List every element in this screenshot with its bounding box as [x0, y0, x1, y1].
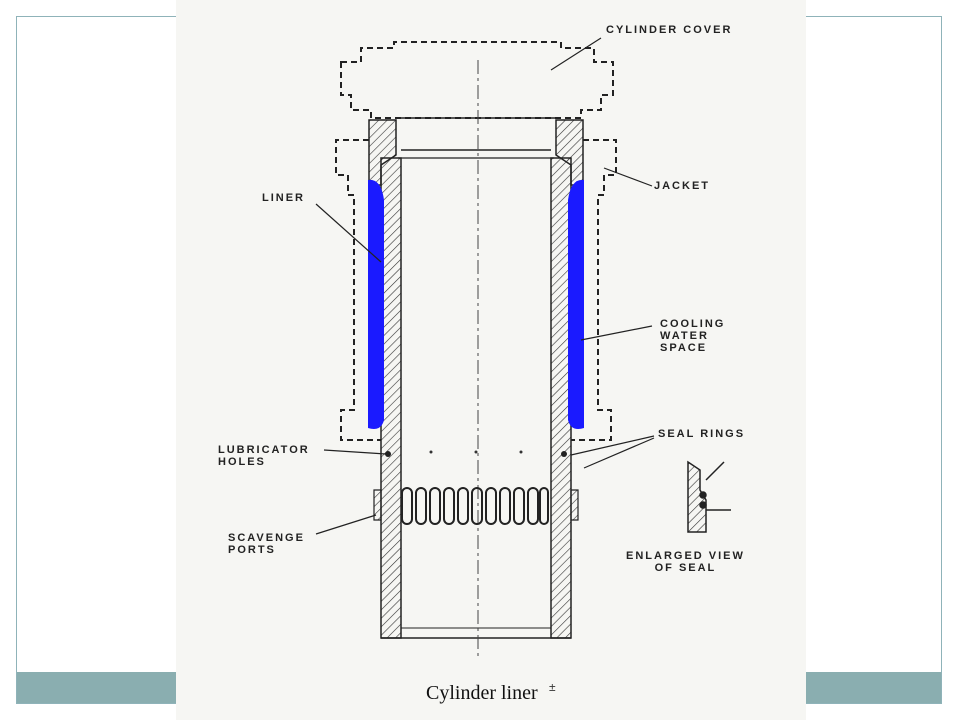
enlarged-seal-view — [687, 460, 731, 533]
liner-lower-left — [373, 489, 382, 521]
label-liner: LINER — [262, 192, 305, 204]
cooling-water-left — [368, 179, 384, 429]
label-enlarged-view-of-seal: ENLARGED VIEW OF SEAL — [626, 550, 745, 574]
label-scavenge-ports: SCAVENGE PORTS — [228, 532, 305, 556]
label-seal-rings: SEAL RINGS — [658, 428, 746, 440]
jacket-left-outline — [335, 139, 381, 441]
liner-lower-right — [570, 489, 579, 521]
cylinder-liner-diagram — [315, 37, 731, 660]
cylinder-cover-outline — [340, 41, 614, 119]
diagram-caption: Cylinder liner — [426, 682, 538, 704]
cooling-water-right — [568, 179, 584, 429]
diagram-scan: CYLINDER COVER JACKET LINER COOLING WATE… — [176, 0, 806, 720]
jacket-right-outline — [571, 139, 617, 441]
label-cooling-water-space: COOLING WATER SPACE — [660, 318, 726, 354]
label-cylinder-cover: CYLINDER COVER — [606, 24, 733, 36]
scavenge-ports — [401, 487, 549, 525]
label-jacket: JACKET — [654, 180, 711, 192]
caption-mark: ± — [549, 680, 556, 694]
label-lubricator-holes: LUBRICATOR HOLES — [218, 444, 310, 468]
